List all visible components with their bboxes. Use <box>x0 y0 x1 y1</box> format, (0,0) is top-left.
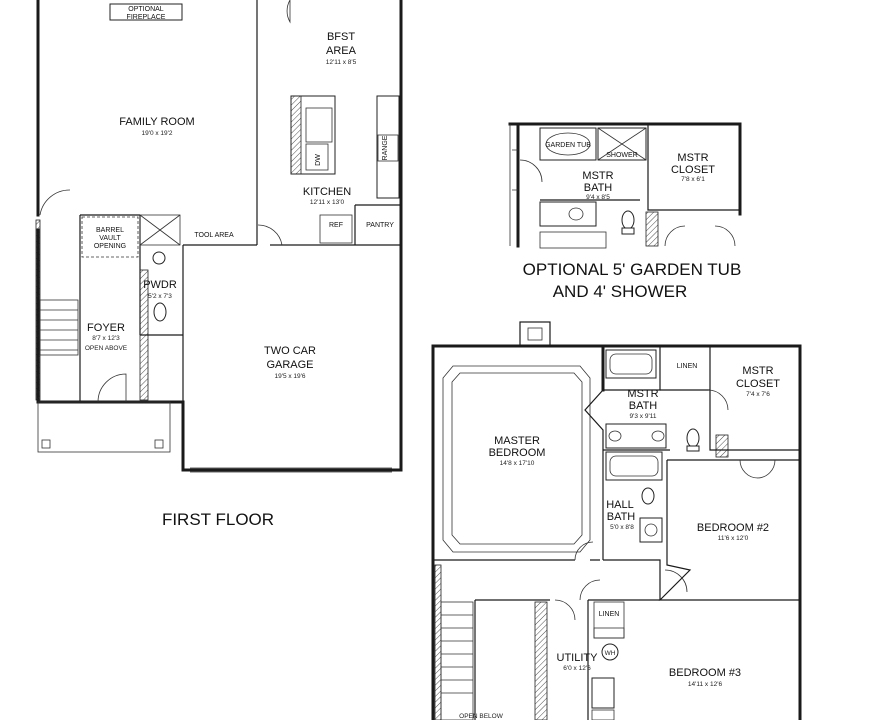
family-room-dimension: 19'0 x 19'2 <box>141 130 172 137</box>
ref-label: REF <box>329 222 343 229</box>
optional-fireplace-label-2: FIREPLACE <box>127 14 166 21</box>
first-floor-title: FIRST FLOOR <box>162 510 274 529</box>
open-above-label: OPEN ABOVE <box>85 345 128 352</box>
hall-bath-label-2: BATH <box>607 511 636 523</box>
mstr-closet-label-1: MSTR <box>742 365 773 377</box>
pwdr-dimension: 5'2 x 7'3 <box>148 293 172 300</box>
barrel-label-2: VAULT <box>99 235 121 242</box>
foyer-dimension: 8'7 x 12'3 <box>92 335 120 342</box>
opt-mstr-closet-label-1: MSTR <box>677 152 708 164</box>
opt-mstr-bath-label-2: BATH <box>584 182 613 194</box>
opt-mstr-closet-dimension: 7'8 x 6'1 <box>681 176 705 183</box>
barrel-label-1: BARREL <box>96 227 124 234</box>
wh-label: WH <box>605 650 616 657</box>
hall-bath-dimension: 5'0 x 8'8 <box>610 524 634 531</box>
mstr-bath-dimension: 9'3 x 9'11 <box>630 413 657 420</box>
mstr-closet-label-2: CLOSET <box>736 378 780 390</box>
opt-mstr-bath-label-1: MSTR <box>582 170 613 182</box>
master-bedroom-dimension: 14'8 x 17'10 <box>500 460 535 467</box>
tool-area-label: TOOL AREA <box>194 232 234 239</box>
linen-top-label: LINEN <box>677 363 698 370</box>
pwdr-label: PWDR <box>143 279 177 291</box>
foyer-label: FOYER <box>87 322 125 334</box>
kitchen-label: KITCHEN <box>303 186 351 198</box>
optional-title-line-2: AND 4' SHOWER <box>553 282 688 301</box>
second-floor-labels: MASTER BEDROOM 14'8 x 17'10 LINEN MSTR B… <box>459 363 780 720</box>
hall-bath-label-1: HALL <box>606 499 634 511</box>
optional-bath-plan <box>508 122 742 249</box>
dw-label: DW <box>315 154 322 166</box>
garage-label-2: GARAGE <box>266 359 313 371</box>
linen-bottom-label: LINEN <box>599 611 620 618</box>
bedroom2-label: BEDROOM #2 <box>697 522 769 534</box>
bfst-label-1: BFST <box>327 31 355 43</box>
optional-bath-labels: GARDEN TUB SHOWER MSTR BATH 9'4 x 8'5 MS… <box>545 142 715 201</box>
bfst-dimension: 12'11 x 8'5 <box>326 59 357 66</box>
bedroom2-dimension: 11'6 x 12'0 <box>718 535 749 542</box>
first-floor-labels: OPTIONAL FIREPLACE BFST AREA 12'11 x 8'5… <box>85 6 394 380</box>
optional-fireplace-label-1: OPTIONAL <box>128 6 164 13</box>
range-label: RANGE <box>382 135 389 160</box>
opt-mstr-bath-dimension: 9'4 x 8'5 <box>586 194 610 201</box>
pantry-label: PANTRY <box>366 222 394 229</box>
second-floor-stairs <box>440 601 474 720</box>
opt-mstr-closet-label-2: CLOSET <box>671 164 715 176</box>
mstr-bath-label-2: BATH <box>629 400 658 412</box>
master-bedroom-label-2: BEDROOM <box>489 447 546 459</box>
garage-label-1: TWO CAR <box>264 345 316 357</box>
open-below-label: OPEN BELOW <box>459 713 504 720</box>
second-floor-plan <box>431 321 802 720</box>
garage-dimension: 19'5 x 19'6 <box>274 373 305 380</box>
bedroom3-dimension: 14'11 x 12'6 <box>688 681 723 688</box>
master-bedroom-label-1: MASTER <box>494 435 540 447</box>
barrel-label-3: OPENING <box>94 243 126 250</box>
first-floor-plan <box>35 0 403 473</box>
bfst-label-2: AREA <box>326 45 357 57</box>
bedroom3-label: BEDROOM #3 <box>669 667 741 679</box>
utility-label: UTILITY <box>557 652 599 664</box>
kitchen-dimension: 12'11 x 13'0 <box>310 199 345 206</box>
first-floor-stairs <box>39 299 79 356</box>
garden-tub-label: GARDEN TUB <box>545 142 591 149</box>
mstr-bath-label-1: MSTR <box>627 388 658 400</box>
fireplace-symbol <box>109 3 183 21</box>
mstr-closet-dimension: 7'4 x 7'6 <box>746 391 770 398</box>
family-room-label: FAMILY ROOM <box>119 116 194 128</box>
shower-label: SHOWER <box>606 152 638 159</box>
utility-dimension: 6'0 x 12'6 <box>563 665 591 672</box>
optional-title-line-1: OPTIONAL 5' GARDEN TUB <box>523 260 742 279</box>
